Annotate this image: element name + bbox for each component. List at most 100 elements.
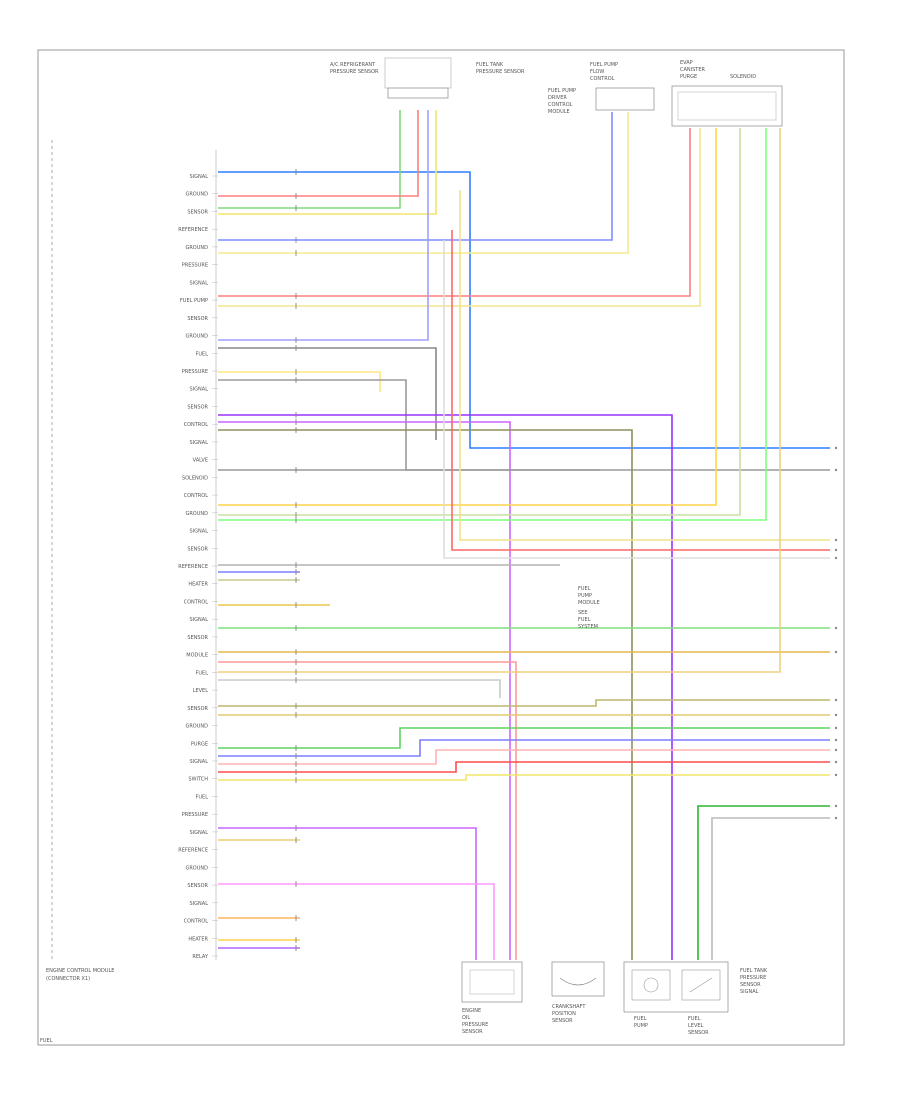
ecm-pin-label: SENSOR <box>187 635 208 641</box>
top-component-2-line-1: DRIVER <box>548 95 567 101</box>
bottom-component-3-line-2: SENSOR <box>688 1030 709 1036</box>
ecm-pin-label: SENSOR <box>187 209 208 215</box>
top-component-1-line-0: FUEL TANK <box>476 62 504 68</box>
bottom-component-1-line-0: CRANKSHAFT <box>552 1004 586 1010</box>
wire <box>218 110 429 341</box>
right-connector-stubs <box>834 446 838 820</box>
wire <box>218 371 381 392</box>
wire <box>459 190 830 541</box>
mid-note-1-line-0: SEE <box>578 610 588 616</box>
wire <box>218 128 781 673</box>
ecm-pin-label: SIGNAL <box>190 174 209 180</box>
bottom-component-0-line-2: PRESSURE <box>462 1022 488 1028</box>
ecm-pin-label: CONTROL <box>184 919 209 925</box>
mid-note-0-line-1: PUMP <box>578 593 592 599</box>
mid-note-0-line-2: MODULE <box>578 600 600 606</box>
ecm-pin-label: SENSOR <box>187 546 208 552</box>
wire <box>218 827 477 960</box>
ecm-pin-label: VALVE <box>193 458 208 464</box>
mid-note-0-line-0: FUEL <box>578 586 591 592</box>
ecm-pin-label: PRESSURE <box>182 812 208 818</box>
ecm-pin-label: SIGNAL <box>190 280 209 286</box>
wire <box>218 379 830 471</box>
wires <box>218 110 830 960</box>
wire <box>218 727 830 749</box>
right-terminal <box>834 548 838 552</box>
evap-purge-connector <box>671 85 783 127</box>
ecm-pin-label: CONTROL <box>184 493 209 499</box>
wire <box>218 421 511 960</box>
right-terminal <box>834 773 838 777</box>
mid-note-1-line-1: FUEL <box>578 617 591 623</box>
right-terminal <box>834 538 838 542</box>
wire <box>218 749 830 765</box>
ecm-pin-label: CONTROL <box>184 599 209 605</box>
ecm-pin-label: PURGE <box>191 741 208 747</box>
ecm-caption-line-1: ENGINE CONTROL MODULE <box>46 968 114 974</box>
wire <box>218 128 691 297</box>
wire <box>451 230 830 551</box>
ecm-pin-label: GROUND <box>185 192 208 198</box>
right-terminal <box>834 726 838 730</box>
wire <box>218 112 629 254</box>
wire <box>218 112 613 241</box>
top-component-4-line-0: EVAP <box>680 60 693 66</box>
wire <box>218 414 673 960</box>
ecm-pin-label: REFERENCE <box>178 227 208 233</box>
ecm-pin-label: LEVEL <box>193 688 209 694</box>
bottom-component-3-line-1: LEVEL <box>688 1023 704 1029</box>
bottom-component-0-line-1: OIL <box>462 1015 470 1021</box>
ecm-pin-label: GROUND <box>185 724 208 730</box>
wire <box>218 110 419 197</box>
refrigerant-sensor-body <box>384 57 452 89</box>
right-note-line-2: SENSOR <box>740 982 761 988</box>
ecm-pin-label: SENSOR <box>187 404 208 410</box>
wire <box>443 240 830 559</box>
ecm-pin-label: SIGNAL <box>190 901 209 907</box>
top-component-2-line-0: FUEL PUMP <box>548 88 576 94</box>
ecm-pin-label: RELAY <box>192 954 209 960</box>
right-terminal <box>834 816 838 820</box>
top-component-2-line-3: MODULE <box>548 109 570 115</box>
ecm-pin-label: SIGNAL <box>190 387 209 393</box>
ecm-pin-label: FUEL <box>196 670 209 676</box>
bottom-component-2-line-0: FUEL <box>634 1016 647 1022</box>
top-component-3-line-2: CONTROL <box>590 76 615 82</box>
bottom-component-2-line-1: PUMP <box>634 1023 648 1029</box>
ecm-pin-label: MODULE <box>186 653 208 659</box>
bottom-component-1-line-2: SENSOR <box>552 1018 573 1024</box>
top-component-0-line-0: A/C REFRIGERANT <box>330 62 376 68</box>
ecm-pin-label: FUEL <box>196 794 209 800</box>
ecm-pin-label: HEATER <box>188 582 208 588</box>
right-terminal <box>834 446 838 450</box>
top-components: A/C REFRIGERANT PRESSURE SENSOR FUEL TAN… <box>330 57 783 127</box>
ecm-pin-labels: SIGNAL GROUND SENSOR REFERENCE GROUND PRESSUR… <box>178 174 218 960</box>
bottom-components: ENGINE OIL PRESSURE SENSOR CRANKSHAFT PO… <box>461 961 768 1036</box>
wire <box>218 171 830 449</box>
ecm-pin-label: PRESSURE <box>182 263 208 269</box>
oil-pressure-sensor-body <box>461 961 523 1003</box>
wire <box>218 429 633 960</box>
ecm-pin-label: SENSOR <box>187 706 208 712</box>
ecm-pin-label: SIGNAL <box>190 759 209 765</box>
fuel-pump-body <box>623 961 729 1013</box>
oil-pressure-sensor-inner <box>469 969 515 995</box>
wire <box>218 883 495 960</box>
ecm-caption-line-2: (CONNECTOR X1) <box>46 976 90 982</box>
bottom-component-0-line-0: ENGINE <box>462 1008 481 1014</box>
right-note-line-3: SIGNAL <box>740 989 759 995</box>
right-terminal <box>834 468 838 472</box>
right-terminal <box>834 626 838 630</box>
top-component-3-line-0: FUEL PUMP <box>590 62 618 68</box>
ecm-pin-label: REFERENCE <box>178 848 208 854</box>
ecm-pin-label: SENSOR <box>187 883 208 889</box>
crankshaft-sensor-symbol <box>559 977 597 986</box>
ecm-pin-label: GROUND <box>185 334 208 340</box>
wire <box>218 661 517 960</box>
wire <box>697 805 830 960</box>
ecm-pin-label: SWITCH <box>188 777 208 783</box>
crankshaft-sensor-body <box>551 961 605 997</box>
ecm-pin-label: PRESSURE <box>182 369 208 375</box>
